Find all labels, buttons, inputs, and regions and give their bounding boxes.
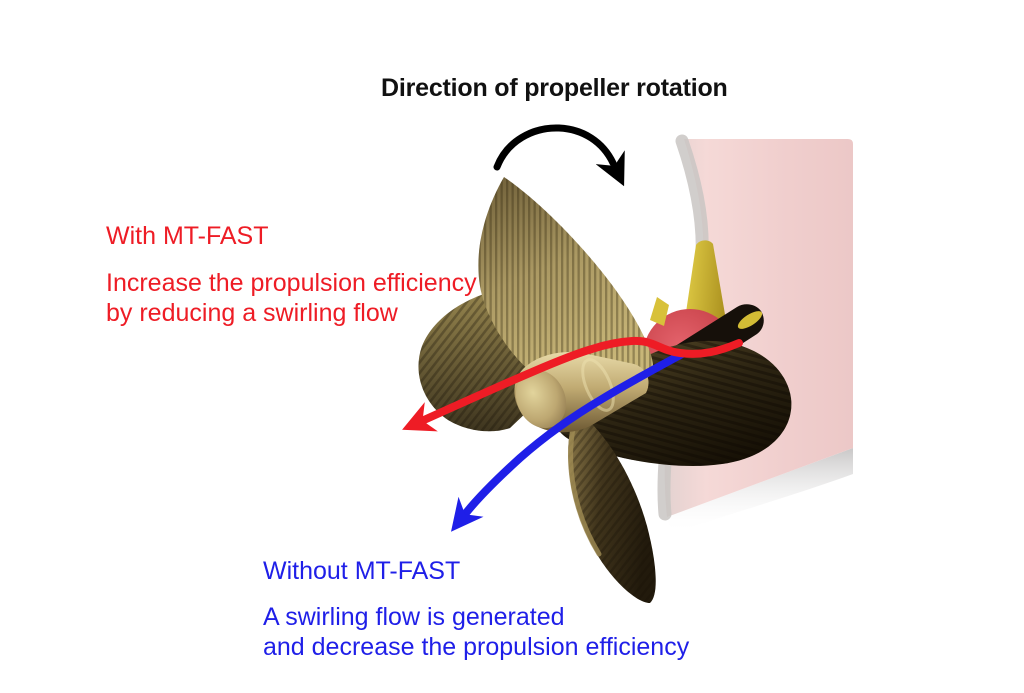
- without-mtfast-line1: A swirling flow is generated: [263, 603, 565, 631]
- blade-right: [556, 340, 792, 466]
- without-mtfast-heading: Without MT-FAST: [263, 557, 461, 585]
- with-mtfast-line2: by reducing a swirling flow: [106, 299, 398, 327]
- rotation-arrow-icon: [493, 124, 625, 187]
- blade-top: [478, 177, 654, 390]
- without-mtfast-line2: and decrease the propulsion efficiency: [263, 633, 690, 661]
- swirling-flow-arrow: [451, 350, 686, 532]
- blade-bottom: [568, 420, 656, 603]
- straight-flow-arrow: [402, 336, 743, 432]
- black-blade-yellow-tip: [737, 311, 763, 329]
- stator-fin-mid: [650, 297, 669, 326]
- without-mtfast-description: A swirling flow is generated and decreas…: [263, 602, 689, 662]
- diagram-title: Direction of propeller rotation: [381, 74, 728, 102]
- with-mtfast-line1: Increase the propulsion efficiency: [106, 269, 477, 297]
- with-mtfast-description: Increase the propulsion efficiency by re…: [106, 268, 477, 328]
- hull-under-shadow: [667, 448, 853, 534]
- propeller-hub: [514, 352, 649, 433]
- with-mtfast-heading: With MT-FAST: [106, 222, 269, 250]
